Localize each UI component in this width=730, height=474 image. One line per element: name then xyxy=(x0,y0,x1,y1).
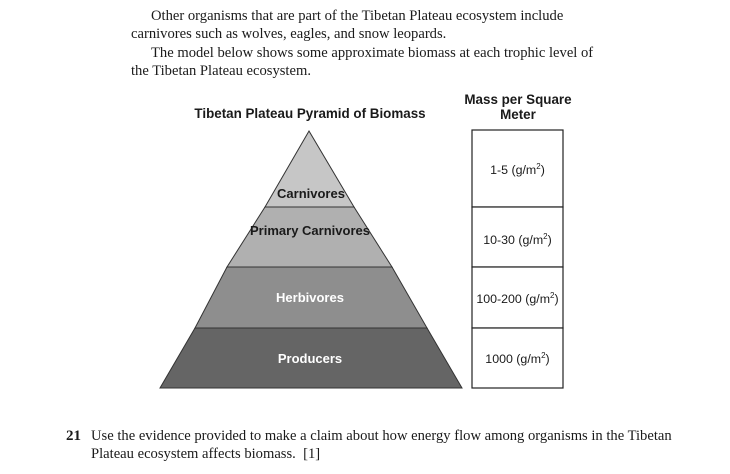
question-points: [1] xyxy=(303,446,321,462)
mass-table-cell-2 xyxy=(471,266,564,329)
mass-value-primary-carnivores: 10-30 (g/m2) xyxy=(483,232,552,248)
intro-paragraph-1-text: Other organisms that are part of the Tib… xyxy=(131,8,564,42)
tier-label-carnivores: Carnivores xyxy=(277,186,345,201)
mass-column-header: Mass per Square Meter xyxy=(464,92,572,122)
tier-label-producers: Producers xyxy=(277,351,343,366)
intro-paragraph-2-text: The model below shows some approximate b… xyxy=(131,45,594,79)
intro-paragraph-2: The model below shows some approximate b… xyxy=(131,44,611,80)
mass-table-cell-1 xyxy=(471,206,564,268)
mass-table-cell-3 xyxy=(471,327,564,389)
pyramid-tier-producers xyxy=(159,327,463,389)
mass-value-carnivores: 1-5 (g/m2) xyxy=(490,162,545,178)
mass-table-cell-0 xyxy=(471,129,564,208)
tier-label-herbivores: Herbivores xyxy=(276,290,344,305)
intro-paragraph-1: Other organisms that are part of the Tib… xyxy=(131,7,611,43)
question-number: 21 xyxy=(66,428,81,444)
question-text: Use the evidence provided to make a clai… xyxy=(91,428,672,462)
mass-value-producers: 1000 (g/m2) xyxy=(485,351,550,367)
question-text-block: Use the evidence provided to make a clai… xyxy=(91,427,681,463)
tier-label-primary-carnivores: Primary Carnivores xyxy=(250,223,370,238)
mass-value-herbivores: 100-200 (g/m2) xyxy=(476,291,559,307)
pyramid-title: Tibetan Plateau Pyramid of Biomass xyxy=(194,106,426,121)
